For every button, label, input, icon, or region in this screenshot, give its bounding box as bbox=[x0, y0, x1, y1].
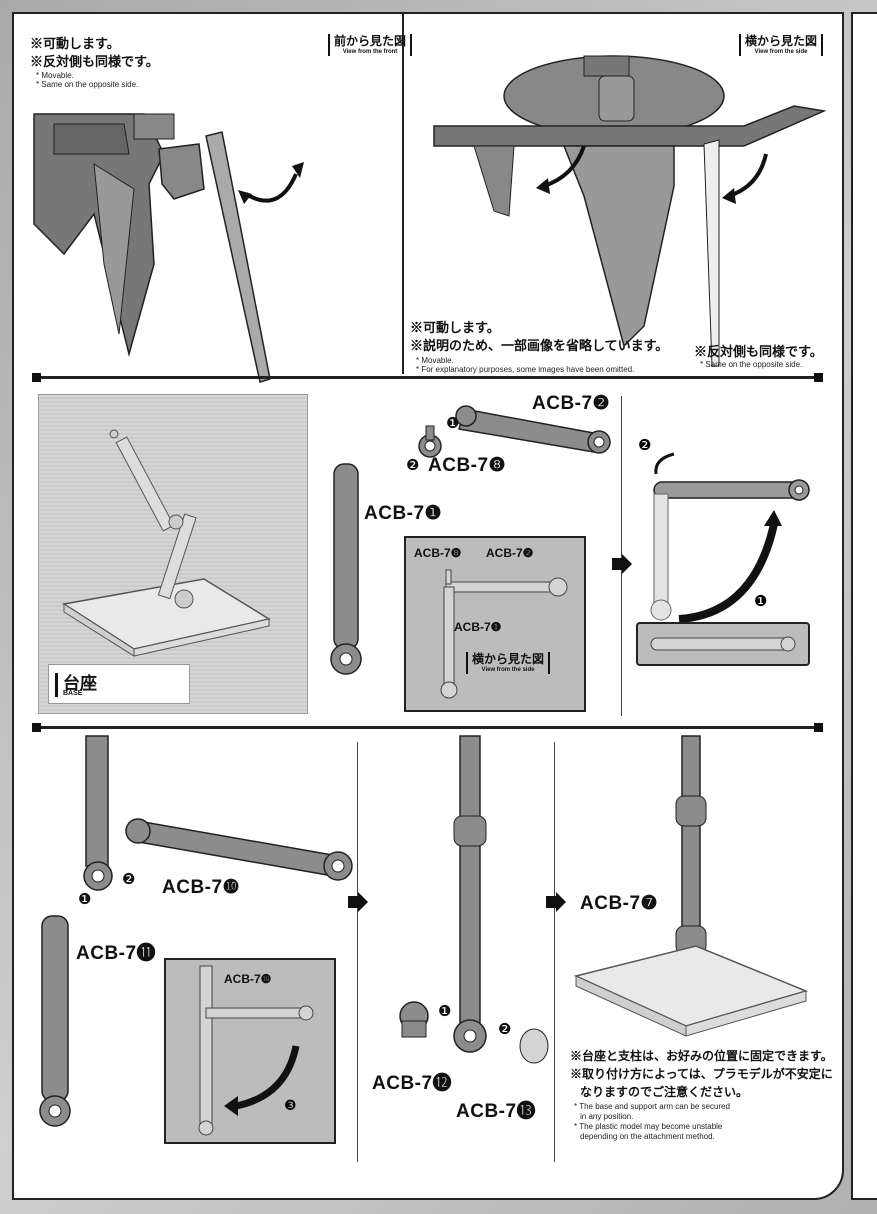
inset-step-3-marker: ❸ bbox=[284, 1098, 297, 1114]
divider-1-left-marker bbox=[32, 373, 41, 382]
step-2-marker: ❷ bbox=[406, 457, 420, 474]
p1-view-label: 前から見た図 View from the front bbox=[328, 34, 413, 56]
middle-separator bbox=[621, 396, 622, 716]
step-1-marker: ❶ bbox=[446, 415, 460, 432]
adjacent-page-edge bbox=[851, 12, 877, 1200]
divider-1-right-marker bbox=[814, 373, 823, 382]
p2-note-omitted-en: * For explanatory purposes, some images … bbox=[416, 365, 635, 374]
bottom-step-1b-marker: ❶ bbox=[438, 1003, 452, 1020]
p1-note-movable-jp: ※可動します。 bbox=[30, 36, 120, 51]
arrow-right-2 bbox=[348, 892, 368, 912]
p2-view-en: View from the side bbox=[754, 49, 808, 55]
inset-view-label: 横から見た図 View from the side bbox=[466, 652, 551, 674]
label-acb7-13: ACB-7⓭ bbox=[456, 1101, 537, 1122]
label-acb7-11: ACB-7⓫ bbox=[76, 943, 157, 964]
p1-view-en: View from the front bbox=[342, 49, 398, 55]
svg-text:❶: ❶ bbox=[754, 592, 767, 610]
side-view-inset: ACB-7❽ ACB-7❷ ACB-7❶ 横から見た図 View from th… bbox=[404, 536, 586, 712]
rotated-result-box bbox=[636, 622, 810, 666]
inset-label-acb7-10: ACB-7❿ bbox=[224, 972, 272, 986]
divider-2-left-marker bbox=[32, 723, 41, 732]
bottom-note-unstable-jp: ※取り付け方によっては、プラモデルが不安定に bbox=[570, 1067, 833, 1081]
p1-view-jp: 前から見た図 bbox=[334, 34, 407, 48]
rotated-result-illustration bbox=[650, 636, 796, 652]
acb7-1-arm-illustration bbox=[330, 463, 362, 675]
inset-label-acb7-8: ACB-7❽ bbox=[414, 546, 462, 560]
instruction-sheet: ※可動します。 ※反対側も同様です。 * Movable. * Same on … bbox=[12, 12, 844, 1200]
bottom-note-unstable-jp-2: なりますのでご注意ください。 bbox=[580, 1085, 749, 1099]
p1-note-opposite-jp: ※反対側も同様です。 bbox=[30, 54, 159, 69]
bottom-separator-1 bbox=[357, 742, 358, 1162]
section-divider-2 bbox=[36, 726, 820, 729]
bottom-note-fix-en: * The base and support arm can be secure… bbox=[574, 1102, 730, 1111]
p2-note-omitted-jp: ※説明のため、一部画像を省略しています。 bbox=[410, 338, 669, 353]
base-title-bar bbox=[55, 673, 58, 697]
label-acb7-12: ACB-7⓬ bbox=[372, 1073, 453, 1094]
label-acb7-8: ACB-7❽ bbox=[428, 455, 507, 476]
p2-view-jp: 横から見た図 bbox=[745, 34, 818, 48]
p2-view-label: 横から見た図 View from the side bbox=[739, 34, 824, 56]
bottom-note-unstable-en-2: depending on the attachment method. bbox=[580, 1132, 715, 1141]
inset-view-jp: 横から見た図 bbox=[472, 652, 545, 666]
p2-note-movable-jp: ※可動します。 bbox=[410, 320, 500, 335]
acb7-2-arm-illustration bbox=[455, 405, 611, 454]
p1-note-movable-en: * Movable. bbox=[36, 71, 74, 80]
bottom-separator-2 bbox=[554, 742, 555, 1162]
bottom-note-unstable-en: * The plastic model may become unstable bbox=[574, 1122, 723, 1131]
base-title-en: BASE bbox=[63, 690, 83, 697]
bottom-step1-illustration bbox=[39, 735, 353, 1127]
acb7-8-peg-illustration bbox=[418, 425, 442, 458]
bottom-step2-illustration bbox=[399, 735, 549, 1064]
bottom-step-2b-marker: ❷ bbox=[498, 1021, 512, 1038]
label-acb7-7: ACB-7❼ bbox=[580, 893, 659, 914]
bottom-step-2-marker: ❷ bbox=[122, 871, 136, 888]
inset-label-acb7-2: ACB-7❷ bbox=[486, 546, 534, 560]
label-acb7-1: ACB-7❶ bbox=[364, 503, 443, 524]
top-divider bbox=[402, 14, 404, 374]
rotation-step-illustration: ❷ ❶ bbox=[638, 436, 810, 623]
label-acb7-10: ACB-7❿ bbox=[162, 877, 241, 898]
p1-robot-illustration bbox=[33, 113, 304, 383]
base-title-jp: 台座 bbox=[63, 674, 97, 693]
bottom-inset-box: ACB-7❿ ❸ bbox=[164, 958, 336, 1144]
base-stand-illustration bbox=[61, 429, 271, 657]
inset-view-en: View from the side bbox=[481, 667, 535, 673]
divider-2-right-marker bbox=[814, 723, 823, 732]
svg-text:❷: ❷ bbox=[638, 436, 651, 454]
bottom-note-fix-jp: ※台座と支柱は、お好みの位置に固定できます。 bbox=[570, 1049, 833, 1063]
bottom-step3-illustration bbox=[573, 735, 809, 1037]
section-divider-1 bbox=[36, 376, 820, 379]
inset-label-acb7-1: ACB-7❶ bbox=[454, 620, 502, 634]
bottom-step-1-marker: ❶ bbox=[78, 891, 92, 908]
p2-note-movable-en: * Movable. bbox=[416, 356, 454, 365]
bottom-note-fix-en-2: in any position. bbox=[580, 1112, 634, 1121]
base-title-box: 台座 BASE bbox=[48, 664, 190, 704]
p2-note-opposite-jp: ※反対側も同様です。 bbox=[694, 344, 823, 359]
inset-assembly-illustration bbox=[440, 569, 568, 699]
p2-note-opposite-en: * Same on the opposite side. bbox=[700, 360, 803, 369]
label-acb7-2: ACB-7❷ bbox=[532, 393, 611, 414]
p2-ship-illustration bbox=[433, 55, 827, 367]
arrow-right-3 bbox=[546, 892, 566, 912]
bottom-inset-illustration: ❸ bbox=[198, 965, 314, 1136]
arrow-right-1 bbox=[612, 554, 632, 574]
p1-note-opposite-en: * Same on the opposite side. bbox=[36, 80, 139, 89]
